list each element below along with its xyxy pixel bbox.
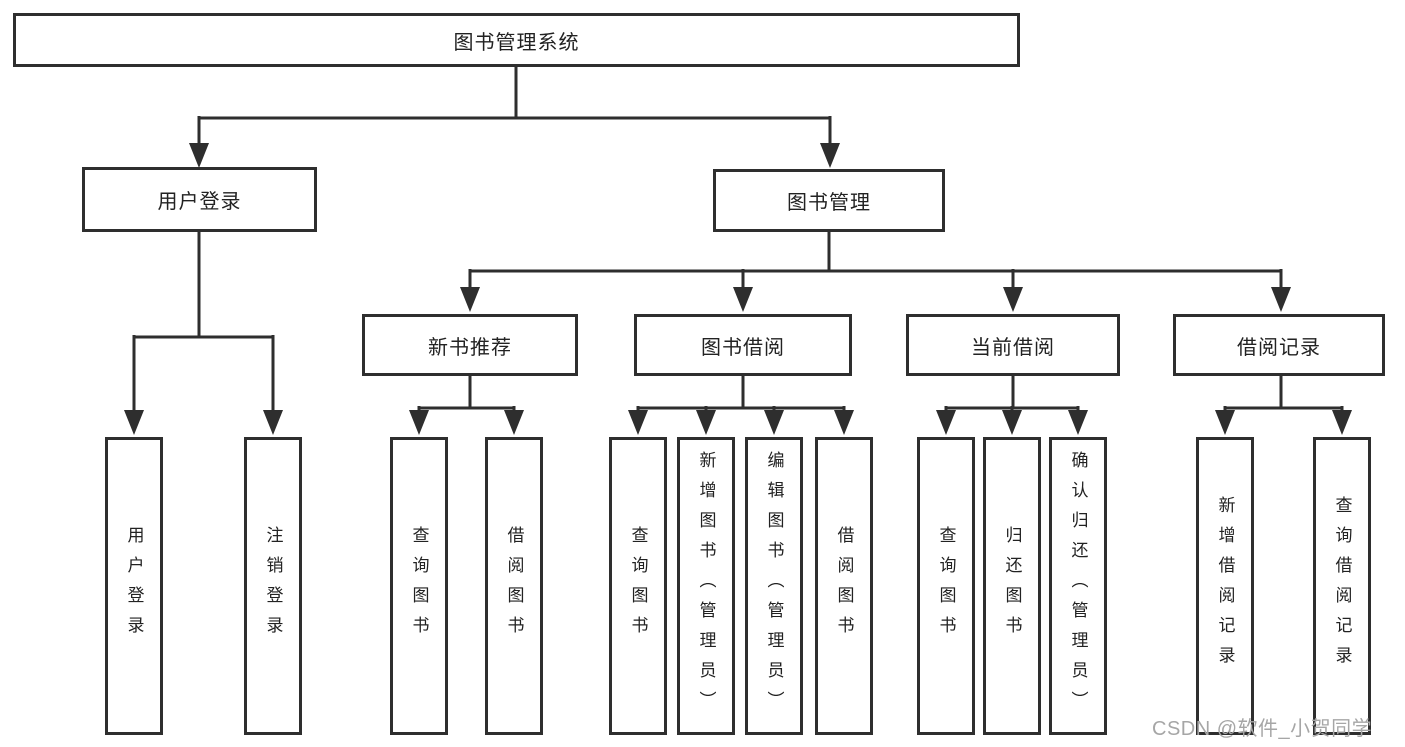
node-root: 图书管理系统	[13, 13, 1020, 67]
node-root-label: 图书管理系统	[453, 31, 580, 54]
leaf-query-borrow-record: 查询借阅记录	[1313, 437, 1371, 735]
leaf-recommend-query-books: 查询图书	[390, 437, 448, 735]
leaf-logout-label: 注销登录	[263, 526, 283, 646]
node-user-login-label: 用户登录	[157, 191, 242, 213]
node-current-borrow: 当前借阅	[906, 314, 1120, 376]
leaf-edit-books-admin: 编辑图书（管理员）	[745, 437, 803, 735]
node-new-book-recommend: 新书推荐	[362, 314, 578, 376]
node-user-login: 用户登录	[82, 167, 317, 232]
leaf-confirm-return-admin-label: 确认归还（管理员）	[1068, 451, 1088, 721]
leaf-add-books-admin-label: 新增图书（管理员）	[696, 451, 716, 721]
leaf-confirm-return-admin: 确认归还（管理员）	[1049, 437, 1107, 735]
node-book-borrow: 图书借阅	[634, 314, 852, 376]
leaf-user-login: 用户登录	[105, 437, 163, 735]
node-borrow-records: 借阅记录	[1173, 314, 1385, 376]
leaf-edit-books-admin-label: 编辑图书（管理员）	[764, 451, 784, 721]
leaf-recommend-borrow-books: 借阅图书	[485, 437, 543, 735]
leaf-return-books-label: 归还图书	[1002, 526, 1022, 646]
leaf-add-books-admin: 新增图书（管理员）	[677, 437, 735, 735]
leaf-current-query-books: 查询图书	[917, 437, 975, 735]
leaf-borrow-books: 借阅图书	[815, 437, 873, 735]
leaf-borrow-query-books-label: 查询图书	[628, 526, 648, 646]
leaf-add-borrow-record: 新增借阅记录	[1196, 437, 1254, 735]
node-book-mgmt: 图书管理	[713, 169, 945, 232]
leaf-recommend-query-books-label: 查询图书	[409, 526, 429, 646]
node-borrow-records-label: 借阅记录	[1237, 336, 1321, 359]
watermark: CSDN @软件_小贺同学	[1152, 718, 1373, 740]
node-book-mgmt-label: 图书管理	[787, 192, 871, 214]
leaf-borrow-books-label: 借阅图书	[834, 526, 854, 646]
node-new-book-recommend-label: 新书推荐	[428, 336, 512, 359]
leaf-recommend-borrow-books-label: 借阅图书	[504, 526, 524, 646]
leaf-current-query-books-label: 查询图书	[936, 526, 956, 646]
leaf-user-login-label: 用户登录	[124, 526, 144, 646]
leaf-query-borrow-record-label: 查询借阅记录	[1332, 496, 1352, 676]
leaf-return-books: 归还图书	[983, 437, 1041, 735]
node-current-borrow-label: 当前借阅	[971, 336, 1055, 359]
leaf-logout: 注销登录	[244, 437, 302, 735]
leaf-borrow-query-books: 查询图书	[609, 437, 667, 735]
node-book-borrow-label: 图书借阅	[701, 336, 785, 359]
leaf-add-borrow-record-label: 新增借阅记录	[1215, 496, 1235, 676]
